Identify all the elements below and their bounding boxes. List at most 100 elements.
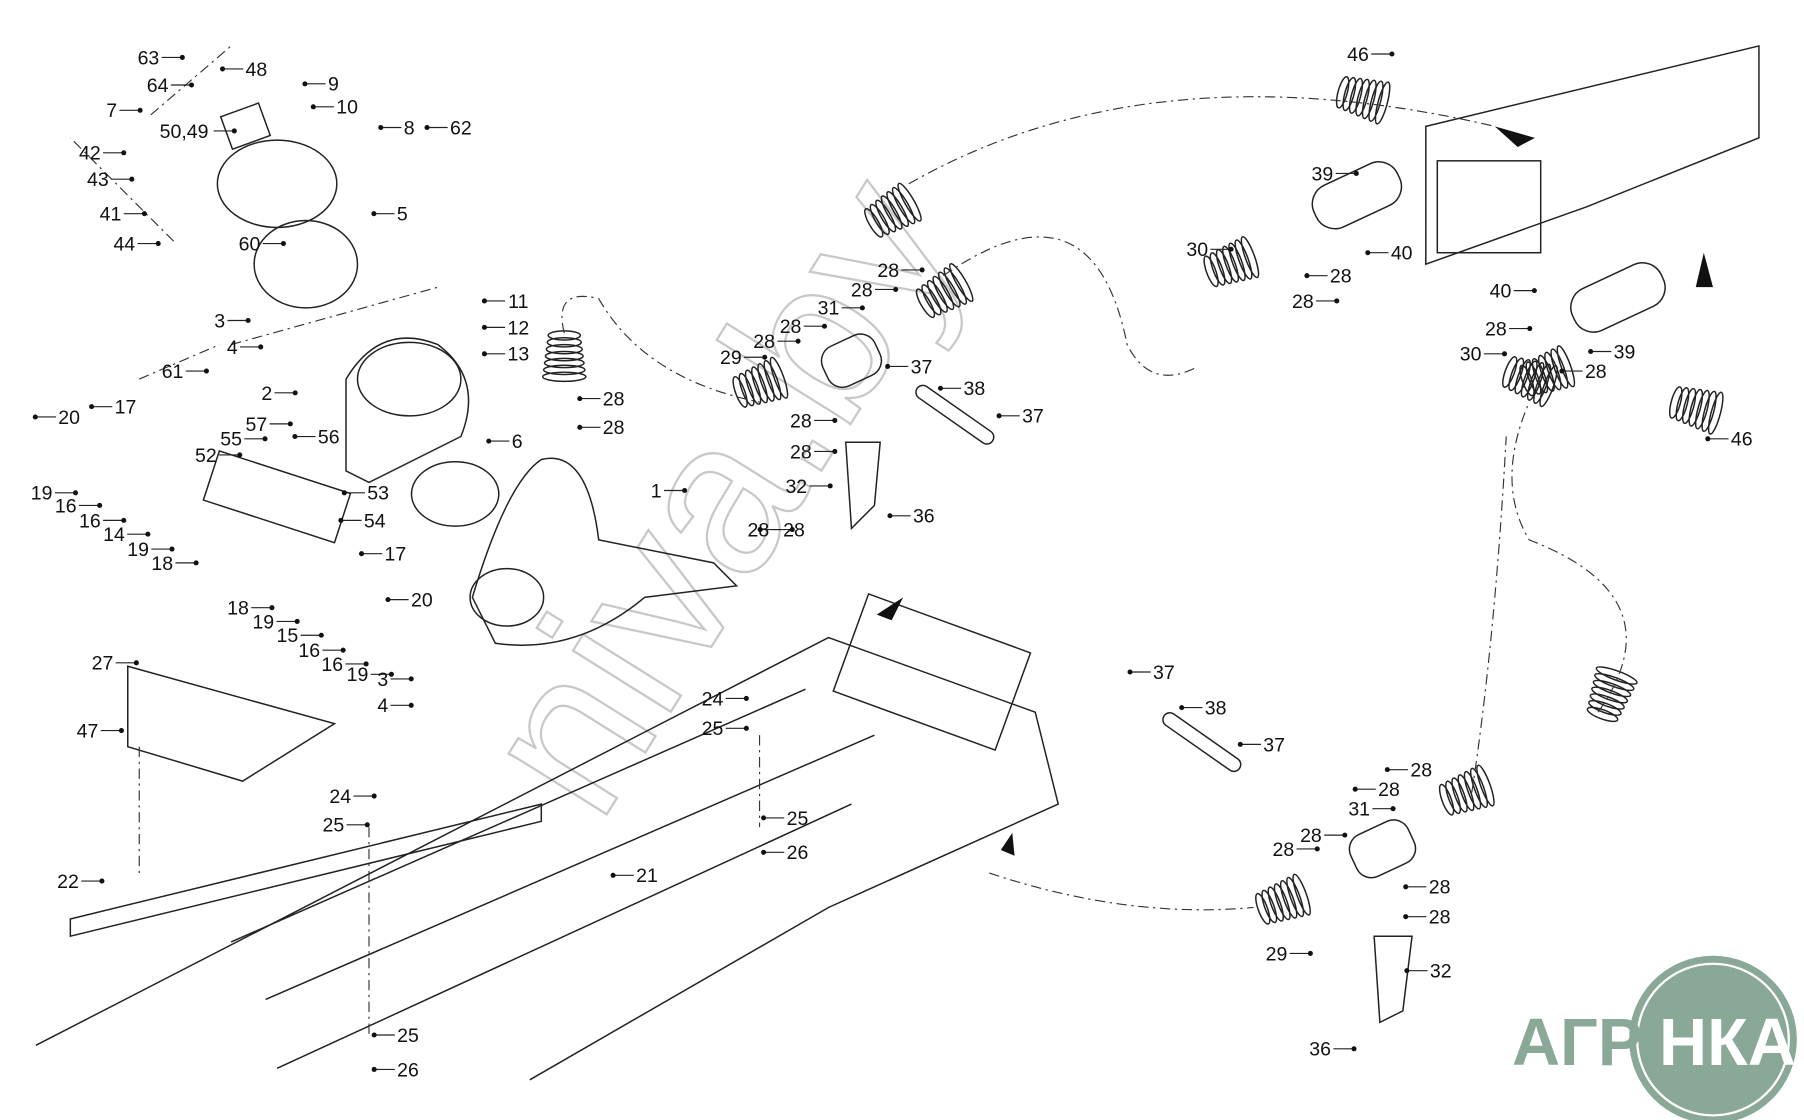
callout-label: 55	[220, 429, 242, 451]
callout-label: 17	[115, 397, 137, 419]
callout-label: 29	[720, 347, 742, 369]
leader-dot	[141, 211, 147, 217]
leader-dot	[1304, 273, 1310, 279]
leader-dot	[32, 414, 38, 420]
leader-dot	[743, 725, 749, 731]
leader-dot	[743, 695, 749, 701]
callout-label: 28	[790, 410, 812, 432]
leader-dot	[341, 490, 347, 496]
corrugated-hose	[1255, 873, 1311, 925]
callout-label: 46	[1731, 429, 1753, 451]
leader-dot	[269, 605, 275, 611]
leader-dot	[481, 351, 487, 357]
leader-dot	[1705, 436, 1711, 442]
leader-dot	[363, 661, 369, 667]
leader-dot	[292, 390, 298, 396]
callout-label: 61	[162, 361, 184, 383]
callout-label: 18	[227, 598, 249, 620]
leader-dot	[188, 82, 195, 88]
corrugated-hose	[1335, 75, 1391, 125]
callout-label: 25	[787, 808, 809, 830]
leader-dot	[827, 483, 833, 489]
callout-label: 13	[507, 344, 529, 366]
corrugated-hose	[732, 356, 789, 408]
leader-dot	[789, 527, 795, 533]
leader-dot	[408, 702, 414, 708]
leader-dot	[318, 632, 324, 638]
leader-dot	[1237, 741, 1243, 747]
leader-dot	[292, 433, 298, 440]
pipe-39-bottom	[1570, 262, 1666, 333]
leader-dot	[795, 338, 801, 344]
leader-dot	[893, 286, 899, 293]
callout-label: 40	[1490, 281, 1512, 303]
callout-label: 26	[397, 1059, 419, 1081]
callout-label: 48	[246, 59, 268, 81]
callout-label: 25	[323, 815, 345, 837]
leader-dot	[481, 298, 487, 304]
callout-label: 27	[92, 653, 114, 675]
leader-dot	[121, 517, 127, 523]
leader-dot	[1307, 950, 1313, 956]
callout-label: 28	[780, 316, 802, 338]
callout-label: 19	[127, 539, 149, 561]
callout-label: 32	[785, 476, 807, 498]
leader-dot	[237, 452, 243, 458]
leader-dot	[231, 128, 237, 134]
leader-dot	[340, 647, 346, 653]
leader-dot	[937, 385, 944, 391]
leader-dot	[245, 317, 251, 324]
route-line	[1471, 436, 1507, 793]
leader-dot	[762, 354, 768, 360]
leader-dot	[179, 54, 185, 60]
callout-label: 29	[1266, 943, 1288, 965]
callout-label: 8	[404, 117, 415, 139]
leader-dot	[118, 728, 124, 734]
callout-label: 3	[377, 669, 388, 691]
callout-label: 18	[151, 553, 173, 575]
leader-dot	[99, 878, 105, 884]
callout-label: 42	[79, 143, 101, 165]
leader-dot	[280, 241, 286, 247]
callout-label: 54	[364, 510, 386, 532]
callout-label: 16	[321, 654, 343, 676]
pipe-39-top	[1311, 161, 1403, 230]
callout-label: 14	[103, 524, 125, 546]
callout-label: 24	[702, 688, 724, 710]
callout-label: 11	[508, 291, 528, 313]
callout-label: 15	[277, 625, 299, 647]
callout-label: 25	[702, 718, 724, 740]
callout-label: 28	[753, 331, 775, 353]
leader-dot	[1384, 767, 1390, 773]
leader-dot	[1342, 832, 1348, 838]
leader-dot	[408, 676, 414, 682]
callout-label: 6	[512, 431, 523, 453]
callout-label: 62	[450, 117, 472, 139]
callout-label: 16	[55, 495, 77, 517]
route-line	[908, 96, 1495, 185]
leader-dot	[169, 546, 175, 552]
callout-label: 31	[1348, 799, 1370, 821]
callout-label: 39	[1614, 341, 1636, 363]
leader-dot	[193, 560, 199, 566]
callout-label: 19	[252, 611, 274, 633]
leader-dot	[682, 487, 688, 494]
leader-dot	[821, 323, 827, 329]
leader-dot	[287, 421, 293, 427]
route-line	[1511, 401, 1627, 713]
leader-dot	[1559, 368, 1565, 374]
callout-label: 64	[147, 75, 169, 97]
callout-label: 60	[239, 233, 261, 255]
belt-38-top	[915, 384, 995, 445]
corrugated-hose	[1586, 666, 1638, 723]
callout-label: 28	[1429, 877, 1451, 899]
leader-dot	[294, 618, 300, 624]
callout-label: 63	[138, 47, 160, 69]
leader-dot	[258, 344, 264, 350]
parts-drawing	[35, 45, 1760, 1081]
logo-circle	[1629, 955, 1797, 1120]
callout-label: 21	[636, 865, 658, 887]
fan-housing-part	[345, 337, 470, 484]
callout-label: 24	[329, 786, 351, 808]
